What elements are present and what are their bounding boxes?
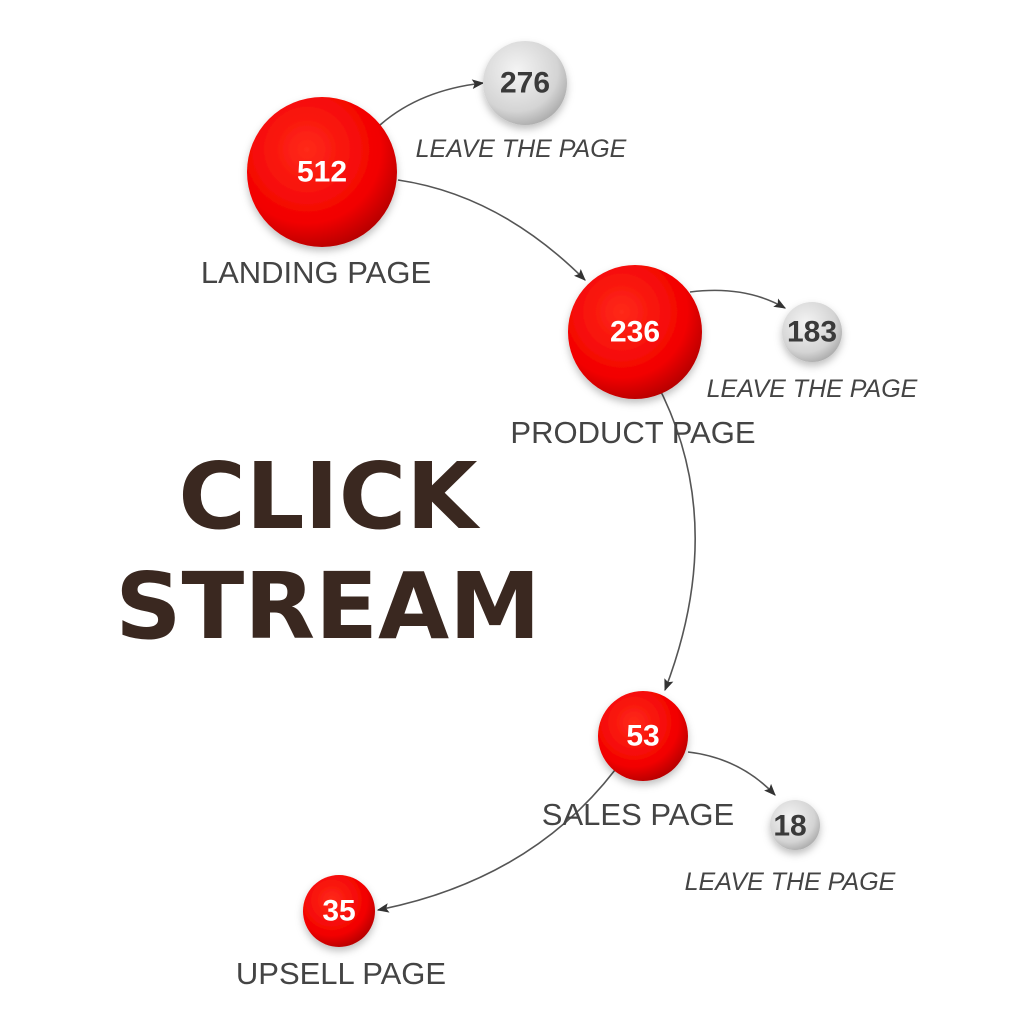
node-label: UPSELL PAGE — [236, 956, 446, 991]
node-upsell-page: 35 UPSELL PAGE — [236, 875, 446, 991]
red-sphere — [568, 265, 702, 399]
node-label: LEAVE THE PAGE — [416, 135, 627, 163]
node-product-page: 236 PRODUCT PAGE — [510, 265, 756, 450]
node-value: 53 — [626, 720, 659, 753]
node-label: LEAVE THE PAGE — [707, 375, 918, 403]
arrow-product-to-exit — [689, 289, 787, 309]
node-product-exit: 183 LEAVE THE PAGE — [707, 302, 918, 403]
node-label: LEAVE THE PAGE — [685, 868, 896, 896]
red-sphere — [247, 97, 397, 247]
red-sphere — [598, 691, 688, 781]
node-value: 236 — [610, 316, 660, 349]
node-label: PRODUCT PAGE — [510, 415, 755, 450]
grey-sphere — [483, 41, 567, 125]
node-value: 512 — [297, 156, 347, 189]
title-line-1: CLICK — [178, 443, 481, 550]
node-sales-page: 53 SALES PAGE — [542, 691, 734, 832]
node-label: SALES PAGE — [542, 797, 734, 832]
node-label: LANDING PAGE — [201, 255, 431, 290]
node-value: 183 — [787, 316, 837, 349]
arrow-product-to-sales — [654, 379, 696, 692]
arrow-landing-to-product — [397, 179, 586, 281]
node-landing-page: 512 LANDING PAGE — [201, 97, 431, 290]
arrow-landing-to-exit — [379, 79, 485, 126]
arrow-sales-to-exit — [687, 751, 776, 796]
node-sales-exit: 18 LEAVE THE PAGE — [685, 800, 896, 896]
node-value: 276 — [500, 67, 550, 100]
arrow-sales-to-upsell — [376, 769, 616, 913]
grey-sphere — [782, 302, 842, 362]
red-sphere — [303, 875, 375, 947]
title-line-2: STREAM — [115, 553, 540, 660]
grey-sphere — [770, 800, 820, 850]
node-value: 35 — [322, 895, 355, 928]
node-value: 18 — [773, 810, 806, 843]
node-landing-exit: 276 LEAVE THE PAGE — [416, 41, 627, 163]
